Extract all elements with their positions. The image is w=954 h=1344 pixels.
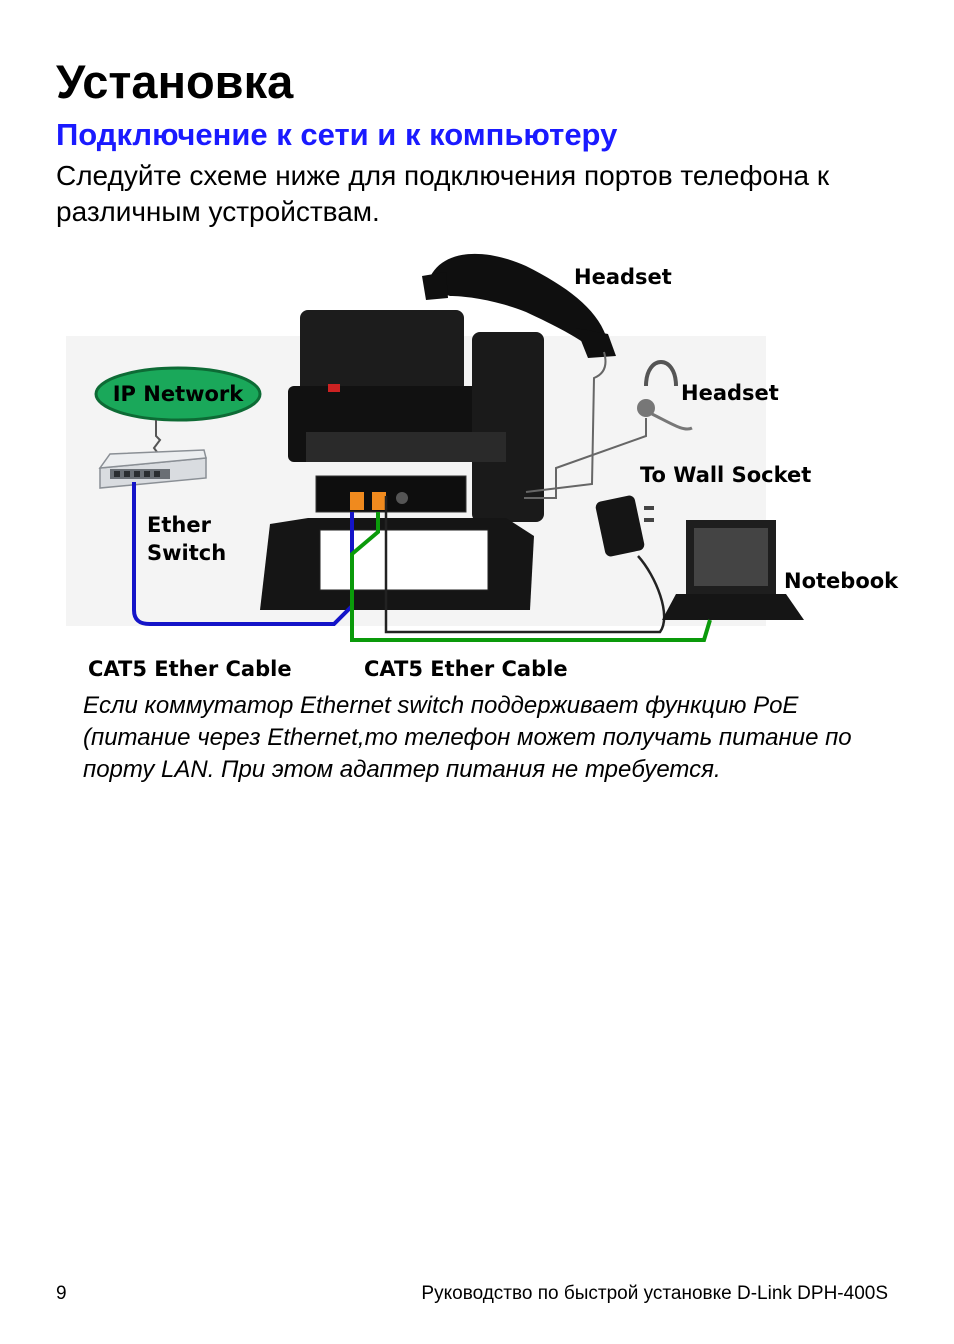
ip-network-cloud: IP Network xyxy=(94,366,262,422)
power-adapter-icon xyxy=(595,495,654,557)
section-subtitle: Подключение к сети и к компьютеру xyxy=(56,117,618,152)
headset-cord xyxy=(524,418,647,499)
poe-note: Если коммутатор Ethernet switch поддержи… xyxy=(83,692,852,783)
intro-paragraph: Следуйте схеме ниже для подключения порт… xyxy=(56,160,830,227)
page-title: Установка xyxy=(56,55,294,108)
cat5-cable-blue xyxy=(132,482,354,626)
footer-document-title: Руководство по быстрой установке D-Link … xyxy=(421,1283,888,1304)
cable-left-label: CAT5 Ether Cable xyxy=(88,657,292,681)
connection-diagram: IP Network Ether Switch Headset xyxy=(66,253,899,681)
power-port-icon xyxy=(396,492,408,504)
headset-wired-label: Headset xyxy=(681,381,779,405)
notebook-label: Notebook xyxy=(784,569,899,593)
cat5-cable-green xyxy=(350,512,712,642)
page-number: 9 xyxy=(56,1283,67,1304)
wired-headset-icon xyxy=(637,360,693,431)
handset-cord xyxy=(525,351,607,493)
pc-port-icon xyxy=(372,492,386,510)
cable-right-label: CAT5 Ether Cable xyxy=(364,657,568,681)
wall-socket-label: To Wall Socket xyxy=(640,463,811,487)
headset-handset-label: Headset xyxy=(574,265,672,289)
notebook-icon xyxy=(662,520,804,620)
ether-switch-label-line2: Switch xyxy=(147,541,226,565)
ethernet-switch-icon xyxy=(98,449,207,489)
ip-network-label: IP Network xyxy=(113,382,245,406)
lan-port-icon xyxy=(350,492,364,510)
handset-icon xyxy=(422,253,616,358)
ether-switch-label-line1: Ether xyxy=(147,513,212,537)
network-link-line xyxy=(152,420,162,457)
ip-phone-icon xyxy=(260,310,544,610)
power-cord xyxy=(384,496,666,634)
